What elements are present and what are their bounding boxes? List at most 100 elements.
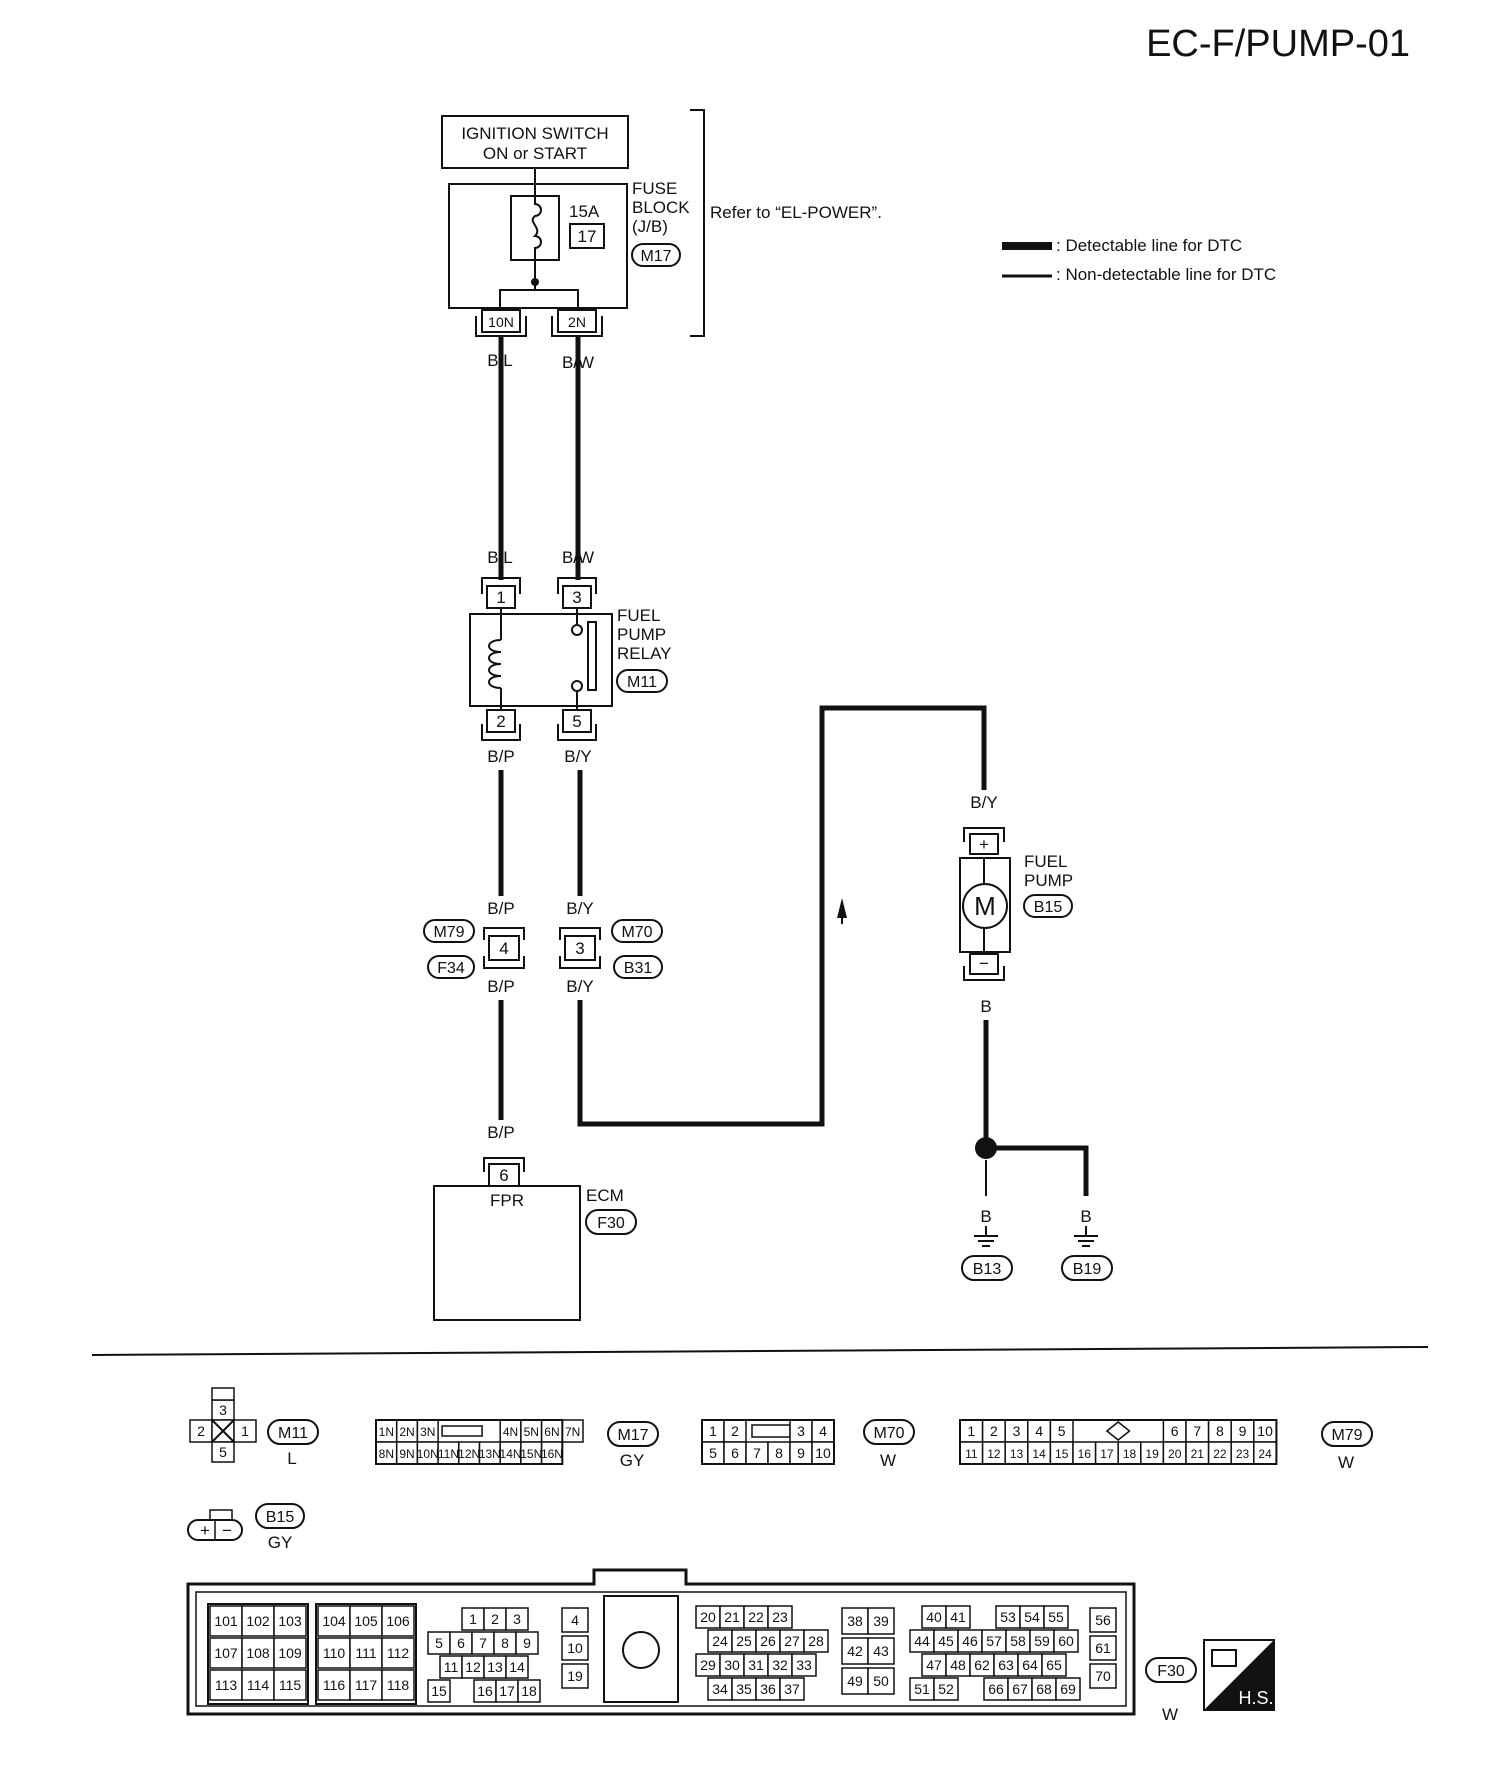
wire-label-bl-bottom: B/L bbox=[487, 548, 513, 567]
connector-cavity bbox=[381, 1669, 415, 1701]
cavity-number: 68 bbox=[1036, 1681, 1052, 1697]
cavity-number: 9 bbox=[797, 1445, 805, 1461]
cavity-number: 7 bbox=[479, 1635, 487, 1651]
connector-inner bbox=[195, 1591, 1127, 1707]
connector-cavity bbox=[1089, 1663, 1117, 1689]
pump-label-1: FUEL bbox=[1024, 852, 1067, 871]
connector-tag bbox=[863, 1419, 915, 1445]
cavity-number: 1 bbox=[709, 1423, 717, 1439]
connector-cavity bbox=[241, 1637, 275, 1669]
joint-tag-b31: B31 bbox=[624, 960, 653, 977]
cavity-number: 2N bbox=[399, 1425, 414, 1439]
joint-connector-m79-f34: 4 M79 F34 bbox=[423, 919, 525, 979]
connector-cavity bbox=[1089, 1607, 1117, 1633]
wire-label-by-1: B/Y bbox=[564, 747, 591, 766]
cavity-number: 10N bbox=[417, 1447, 439, 1461]
cavity-number: 63 bbox=[998, 1657, 1014, 1673]
cavity-number: 8 bbox=[1216, 1423, 1224, 1439]
ignition-switch-label: IGNITION SWITCH bbox=[461, 124, 608, 143]
connector-cavity bbox=[1043, 1605, 1069, 1629]
cavity-number: 64 bbox=[1022, 1657, 1038, 1673]
relay-label-2: PUMP bbox=[617, 625, 666, 644]
cavity-number: 18 bbox=[1123, 1447, 1137, 1461]
connector-tag bbox=[1321, 1421, 1373, 1447]
relay-pin-3: 3 bbox=[572, 588, 581, 607]
cavity-number: 19 bbox=[567, 1668, 583, 1684]
cavity-number: − bbox=[222, 1521, 232, 1540]
cavity-number: 104 bbox=[322, 1613, 346, 1629]
legend: : Detectable line for DTC : Non-detectab… bbox=[1002, 236, 1276, 284]
connector-cavity bbox=[233, 1419, 257, 1443]
cavity-number: 62 bbox=[974, 1657, 990, 1673]
cavity-number: 17 bbox=[499, 1683, 515, 1699]
cavity-number: 12 bbox=[465, 1659, 481, 1675]
joint-pin-4: 4 bbox=[499, 939, 508, 958]
cavity-number: 59 bbox=[1034, 1633, 1050, 1649]
cavity-number: 107 bbox=[214, 1645, 238, 1661]
cavity-number: 5 bbox=[709, 1445, 717, 1461]
connector-cavity bbox=[317, 1669, 351, 1701]
cavity-number: 14N bbox=[500, 1447, 522, 1461]
ecm-terminal-fpr: FPR bbox=[490, 1191, 524, 1210]
cavity-number: 2 bbox=[491, 1611, 499, 1627]
cavity-number: 113 bbox=[215, 1677, 238, 1693]
cavity-number: 24 bbox=[712, 1633, 728, 1649]
ecm-connector: F30 bbox=[597, 1215, 625, 1232]
cavity-number: 118 bbox=[387, 1677, 410, 1693]
motor-icon bbox=[962, 883, 1008, 929]
hs-badge: H.S. bbox=[1203, 1639, 1275, 1711]
cavity-number: 23 bbox=[1236, 1447, 1250, 1461]
refer-note: Refer to “EL-POWER”. bbox=[710, 203, 882, 222]
connector-cavity bbox=[867, 1667, 895, 1695]
pump-minus: − bbox=[979, 954, 989, 973]
fuse-block-label-2: BLOCK bbox=[632, 198, 690, 217]
connector-cavity bbox=[349, 1669, 383, 1701]
cavity-number: 9 bbox=[1239, 1423, 1247, 1439]
hs-label: H.S. bbox=[1238, 1688, 1273, 1708]
cavity-number: 51 bbox=[914, 1681, 930, 1697]
connector-cavity bbox=[1041, 1653, 1067, 1677]
connector-color: W bbox=[880, 1451, 896, 1470]
cavity-number: 23 bbox=[772, 1609, 788, 1625]
connector-cavity bbox=[505, 1655, 529, 1679]
connector-tag bbox=[607, 1421, 659, 1447]
cavity-number: 15 bbox=[431, 1683, 447, 1699]
cavity-number: 16 bbox=[477, 1683, 493, 1699]
cavity-number: 103 bbox=[278, 1613, 302, 1629]
cavity-number: 111 bbox=[355, 1645, 376, 1661]
cavity-number: 10 bbox=[1257, 1423, 1273, 1439]
key-icon bbox=[1105, 1421, 1131, 1441]
connector-cavity bbox=[791, 1653, 817, 1677]
harness-icon bbox=[1211, 1649, 1237, 1667]
cavity-number: 21 bbox=[1191, 1447, 1205, 1461]
wire-label-b-pump: B bbox=[980, 997, 991, 1016]
connector-cavity bbox=[273, 1637, 307, 1669]
connector-id: M17 bbox=[617, 1427, 648, 1444]
fuse-pin-10n: 10N bbox=[488, 314, 514, 330]
fuel-pump-relay: 1 3 2 5 FUEL PUMP RELAY M11 bbox=[469, 577, 672, 741]
connector-id: F30 bbox=[1157, 1663, 1185, 1680]
connector-cavity bbox=[945, 1605, 971, 1629]
pump-plus: + bbox=[979, 835, 989, 854]
connector-cavity bbox=[349, 1605, 383, 1637]
cavity-number: 27 bbox=[784, 1633, 800, 1649]
connector-cavity bbox=[933, 1677, 959, 1701]
relay-label-3: RELAY bbox=[617, 644, 672, 663]
cavity-block bbox=[207, 1603, 309, 1705]
cavity-number: 18 bbox=[521, 1683, 537, 1699]
cavity-number: 33 bbox=[796, 1657, 812, 1673]
cavity-number: 70 bbox=[1095, 1668, 1111, 1684]
connector-cavity bbox=[867, 1607, 895, 1635]
joint-tag-m79: M79 bbox=[433, 924, 464, 941]
connector-tag bbox=[255, 1503, 305, 1529]
cavity-number: 48 bbox=[950, 1657, 966, 1673]
cavity-number: 17 bbox=[1100, 1447, 1114, 1461]
cavity-number: 6 bbox=[1171, 1423, 1179, 1439]
cavity-number: 5 bbox=[1058, 1423, 1066, 1439]
cavity-number: 29 bbox=[700, 1657, 716, 1673]
cavity-number: 69 bbox=[1060, 1681, 1076, 1697]
legend-detectable: : Detectable line for DTC bbox=[1056, 236, 1242, 255]
